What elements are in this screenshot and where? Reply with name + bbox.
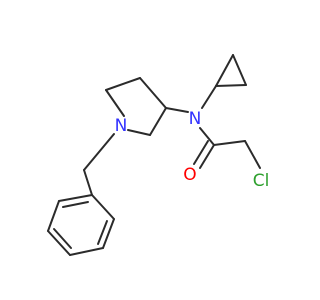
bond-carbonyl-ch2 <box>213 140 246 146</box>
bond-n1-c2 <box>105 89 125 117</box>
bond-c4-c5 <box>149 107 167 136</box>
benzene-bond-5 <box>47 200 60 232</box>
molecule-diagram: N N O Cl <box>47 54 270 256</box>
bond-n-amide-carbonyl <box>199 127 215 146</box>
bond-n1-ch2 <box>83 133 115 171</box>
atom-o: O <box>183 165 196 185</box>
atom-cl: Cl <box>253 171 270 191</box>
cp-bond-1 <box>215 54 234 87</box>
cyclopropyl-ring <box>201 54 247 109</box>
benzene-bond-1 <box>91 194 115 220</box>
atom-n-ring: N <box>115 116 128 136</box>
bond-c2-c3 <box>105 77 141 91</box>
benzene-bond-4 <box>47 230 71 256</box>
benzene-inner-bond-3 <box>62 201 89 208</box>
benzene-bond-6 <box>58 194 93 202</box>
bond-c5-n1 <box>127 129 151 136</box>
bond-c4-n-amide <box>165 107 189 113</box>
benzene-inner-bond-2 <box>53 228 72 249</box>
benzene-ring <box>47 194 115 256</box>
benzene-bond-2 <box>102 218 115 249</box>
cp-bond-3 <box>215 84 247 87</box>
benzene-inner-bond-1 <box>97 220 108 245</box>
benzene-bond-3 <box>69 247 104 256</box>
bond-c3-c4 <box>139 77 167 109</box>
bond-n-amide-cp <box>201 85 217 109</box>
bond-carbonyl-o-1 <box>199 144 215 169</box>
pyrrolidine-ring <box>105 77 167 136</box>
atom-n-amide: N <box>189 109 202 129</box>
bond-ch2-cl <box>244 140 261 169</box>
bond-carbonyl-o-2 <box>193 140 209 165</box>
cp-bond-2 <box>232 54 247 86</box>
bond-ch2-phenyl <box>83 169 93 196</box>
